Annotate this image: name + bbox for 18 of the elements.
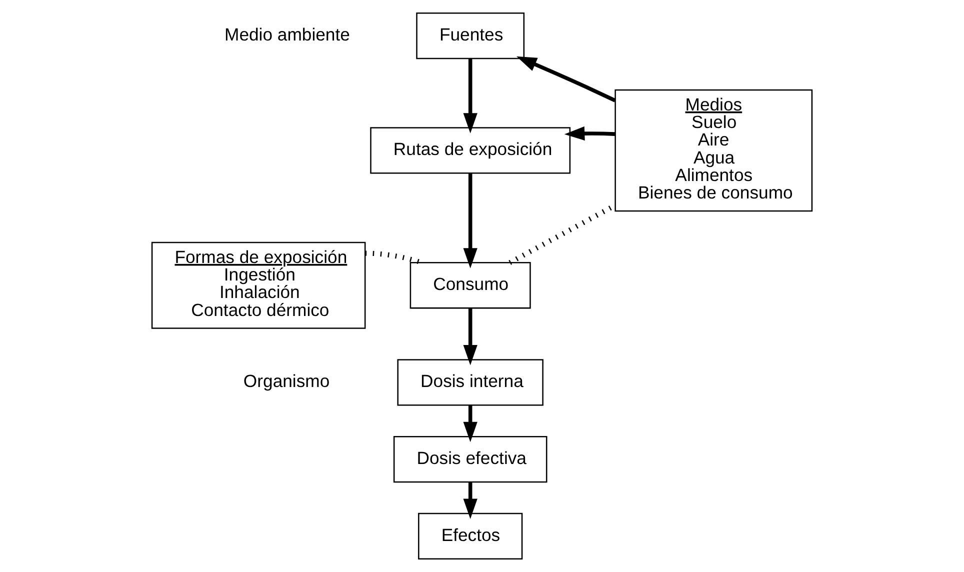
arrow — [516, 56, 616, 102]
label: Medio ambiente — [224, 24, 350, 44]
arrow — [463, 58, 478, 134]
node-box: Fuentes — [416, 12, 525, 60]
node-box: Dosis efectiva — [393, 436, 548, 483]
arrow — [463, 482, 478, 519]
node-box: Formas de exposición Ingestión Inhalación Contacto dérmico — [151, 242, 366, 329]
node-box: Dosis interna — [397, 359, 544, 406]
arrow — [463, 308, 478, 366]
node-box: Consumo — [410, 262, 531, 309]
label: Organismo — [243, 371, 330, 392]
node-box: Rutas de exposición — [370, 127, 571, 174]
arrow — [463, 174, 478, 268]
arrow — [463, 405, 478, 442]
node-box: Medios Suelo Aire Agua Alimentos Bienes de consumo — [614, 89, 813, 212]
node-box: Efectos — [418, 512, 523, 560]
arrow — [564, 126, 616, 141]
connector — [365, 250, 422, 265]
